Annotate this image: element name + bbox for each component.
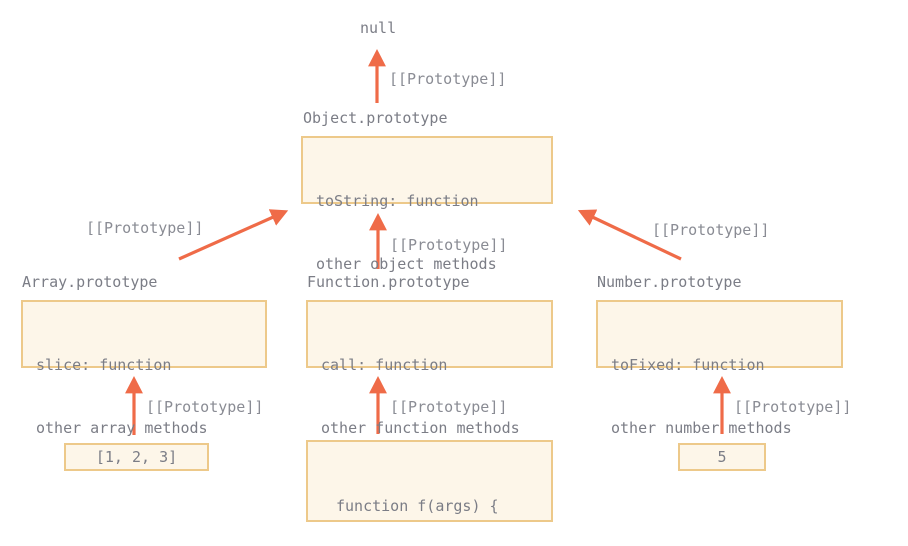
box-array-instance[interactable]: [1, 2, 3] [64,443,209,471]
box-object-prototype[interactable]: toString: function other object methods [301,136,553,273]
caption-number-prototype: Number.prototype [597,273,742,291]
array-prototype-line-1: slice: function [36,356,172,374]
box-array-prototype[interactable]: slice: function other array methods [21,300,267,437]
box-function-prototype[interactable]: call: function other function methods [306,300,553,437]
caption-function-prototype: Function.prototype [307,273,470,291]
object-prototype-line-2: other object methods [316,255,497,273]
box-function-instance[interactable]: function f(args) { ... } [306,440,553,522]
caption-array-prototype: Array.prototype [22,273,158,291]
box-number-prototype[interactable]: toFixed: function other number methods [596,300,843,437]
number-prototype-line-1: toFixed: function [611,356,765,374]
function-prototype-line-2: other function methods [321,419,520,437]
edge-label-array-proto-to-object-proto: [[Prototype]] [86,219,204,237]
edge-label-function-instance-to-function-proto: [[Prototype]] [390,398,508,416]
number-instance-line-1: 5 [717,447,727,466]
edge-label-function-proto-to-object-proto: [[Prototype]] [390,236,508,254]
caption-object-prototype: Object.prototype [303,109,448,127]
number-prototype-line-2: other number methods [611,419,792,437]
edge-label-number-proto-to-object-proto: [[Prototype]] [652,221,770,239]
array-prototype-line-2: other array methods [36,419,208,437]
array-instance-line-1: [1, 2, 3] [95,447,178,466]
edge-label-array-instance-to-array-proto: [[Prototype]] [146,398,264,416]
function-instance-line-1: function f(args) { [336,497,499,515]
object-prototype-line-1: toString: function [316,192,479,210]
box-number-instance[interactable]: 5 [678,443,766,471]
edge-label-number-instance-to-number-proto: [[Prototype]] [734,398,852,416]
function-prototype-line-1: call: function [321,356,448,374]
edge-label-object-proto-to-null: [[Prototype]] [389,70,507,88]
null-root-label: null [360,19,397,37]
